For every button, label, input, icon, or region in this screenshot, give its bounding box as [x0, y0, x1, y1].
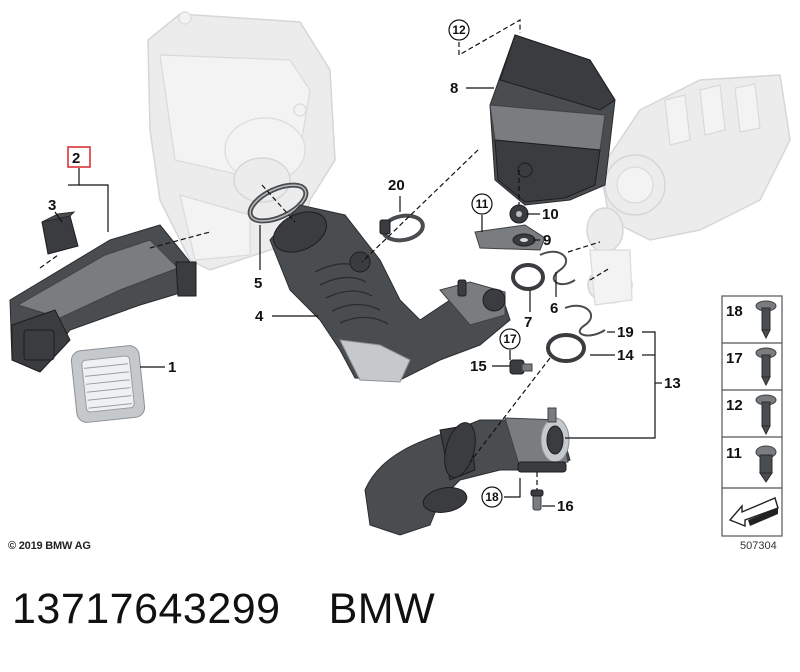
screw-17-icon — [755, 347, 777, 387]
callout-17: 17 — [503, 332, 517, 346]
copyright-notice: © 2019 BMW AG — [8, 540, 91, 552]
callout-15[interactable]: 15 — [470, 358, 487, 375]
part-8-resonator — [489, 34, 616, 206]
screw-11-icon — [755, 445, 777, 483]
part-7-o-ring — [511, 263, 545, 291]
callout-11: 11 — [476, 197, 489, 211]
brand-name: BMW — [328, 585, 436, 633]
part-6-spring-clip — [539, 250, 606, 337]
callout-4[interactable]: 4 — [255, 308, 264, 325]
callout-18: 18 — [485, 490, 499, 504]
callout-17-circled[interactable]: 17 — [499, 328, 521, 350]
callout-20[interactable]: 20 — [388, 177, 405, 194]
callout-3[interactable]: 3 — [48, 197, 56, 214]
ghost-turbocharger — [586, 74, 791, 306]
callout-8[interactable]: 8 — [450, 80, 458, 97]
part-16-sensor — [530, 489, 544, 511]
callout-10[interactable]: 10 — [542, 206, 559, 223]
callout-1[interactable]: 1 — [168, 359, 176, 376]
screw-table-label-11: 11 — [726, 445, 742, 462]
arrow-reference-icon — [728, 497, 779, 528]
leader-lines — [39, 18, 662, 507]
screw-table-label-18: 18 — [726, 303, 743, 320]
part-15-sensor — [509, 359, 533, 375]
callout-2[interactable]: 2 — [72, 150, 80, 167]
screw-table-label-17: 17 — [726, 350, 743, 367]
callout-6[interactable]: 6 — [550, 300, 558, 317]
callout-16[interactable]: 16 — [557, 498, 574, 515]
part-caption: 13717643299 BMW — [12, 585, 435, 634]
part-2-intake-duct — [9, 224, 197, 373]
callout-14[interactable]: 14 — [617, 347, 634, 364]
screw-table-label-12: 12 — [726, 397, 743, 414]
part-1-intake-grille — [70, 345, 146, 423]
callout-9[interactable]: 9 — [543, 232, 551, 249]
callout-11-circled[interactable]: 11 — [471, 193, 493, 215]
screw-table: 18 17 12 11 — [721, 295, 783, 537]
screw-18-icon — [755, 300, 777, 340]
part-13-charge-pipe — [364, 407, 571, 536]
ghost-air-filter-housing — [147, 11, 336, 271]
callout-18-circled[interactable]: 18 — [481, 486, 503, 508]
screw-12-icon — [755, 394, 777, 436]
callout-12: 12 — [452, 23, 466, 37]
part-4-intake-boot — [269, 204, 511, 383]
callout-5[interactable]: 5 — [254, 275, 262, 292]
callout-13[interactable]: 13 — [664, 375, 681, 392]
part-20-clamp — [379, 213, 425, 243]
part-5-hose-clamp — [247, 182, 309, 224]
part-14-o-ring — [546, 333, 586, 363]
part-2-highlight-box — [67, 146, 91, 168]
part-number: 13717643299 — [12, 585, 281, 633]
callout-19[interactable]: 19 — [617, 324, 634, 341]
diagram-number: 507304 — [740, 540, 777, 552]
callout-7[interactable]: 7 — [524, 314, 532, 331]
callout-12-circled[interactable]: 12 — [448, 19, 470, 41]
